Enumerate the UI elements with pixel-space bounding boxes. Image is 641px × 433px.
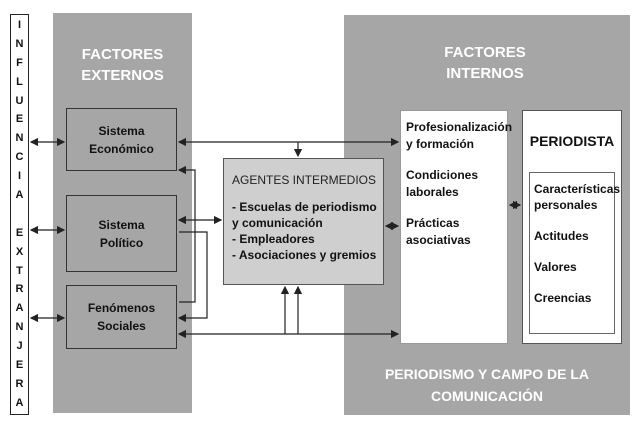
- influence-letter: F: [16, 56, 23, 69]
- influence-letter: I: [17, 170, 22, 183]
- influence-letter: N: [15, 321, 24, 334]
- periodismo-campo-footer: PERIODISMO Y CAMPO DE LA COMUNICACIÓN: [384, 366, 590, 404]
- journalist-item-beliefs: Creencias: [534, 291, 592, 305]
- journalist-title: PERIODISTA: [529, 133, 615, 149]
- arrow-political-bracket: [177, 231, 208, 323]
- intermediate-agents-title: AGENTES INTERMEDIOS: [232, 173, 377, 187]
- influence-letter: E: [15, 359, 24, 372]
- intermediate-agents-box: AGENTES INTERMEDIOS - Escuelas de period…: [223, 158, 384, 285]
- influence-letter: U: [15, 94, 24, 107]
- influence-letter: A: [15, 396, 24, 409]
- internal-item-associative-practices: Prácticas asociativas: [406, 216, 471, 247]
- influence-letter: C: [15, 151, 24, 164]
- journalist-item-characteristics: Características personales: [534, 182, 621, 212]
- influence-letter: R: [15, 283, 24, 296]
- influence-letter: A: [15, 302, 24, 315]
- political-system-box: Sistema Político: [66, 195, 177, 272]
- journalist-item-values: Valores: [534, 260, 577, 274]
- external-factors-title: FACTORES EXTERNOS: [81, 46, 164, 84]
- journalist-attributes-box: Características personales Actitudes Val…: [529, 172, 621, 334]
- agents-item-associations: - Asociaciones y gremios: [232, 248, 377, 262]
- economic-system-box: Sistema Económico: [66, 108, 177, 171]
- influence-letter: L: [16, 75, 23, 88]
- influence-letter: X: [15, 245, 24, 258]
- influence-letter: T: [16, 264, 23, 277]
- influence-letter: A: [15, 189, 24, 202]
- internal-item-professionalization: Profesionalización y formación: [406, 120, 513, 151]
- influence-letter: J: [16, 340, 23, 353]
- agents-item-schools: - Escuelas de periodismo y comunicación: [232, 200, 377, 230]
- internal-item-working-conditions: Condiciones laborales: [406, 168, 479, 199]
- influence-letter: E: [15, 113, 24, 126]
- influence-letter: I: [17, 19, 22, 31]
- internal-factors-title: FACTORES INTERNOS: [444, 44, 526, 82]
- internal-factors-box: Profesionalización y formación Condicion…: [400, 110, 513, 344]
- influence-letter: E: [15, 226, 24, 239]
- social-phenomena-box: Fenómenos Sociales: [66, 285, 177, 349]
- influence-letter: N: [15, 37, 24, 50]
- arrow-social-bracket: [177, 165, 196, 303]
- influence-letter: R: [15, 377, 24, 390]
- influence-letter: N: [15, 132, 24, 145]
- journalist-item-attitudes: Actitudes: [534, 229, 589, 243]
- agents-item-employers: - Empleadores: [232, 232, 315, 246]
